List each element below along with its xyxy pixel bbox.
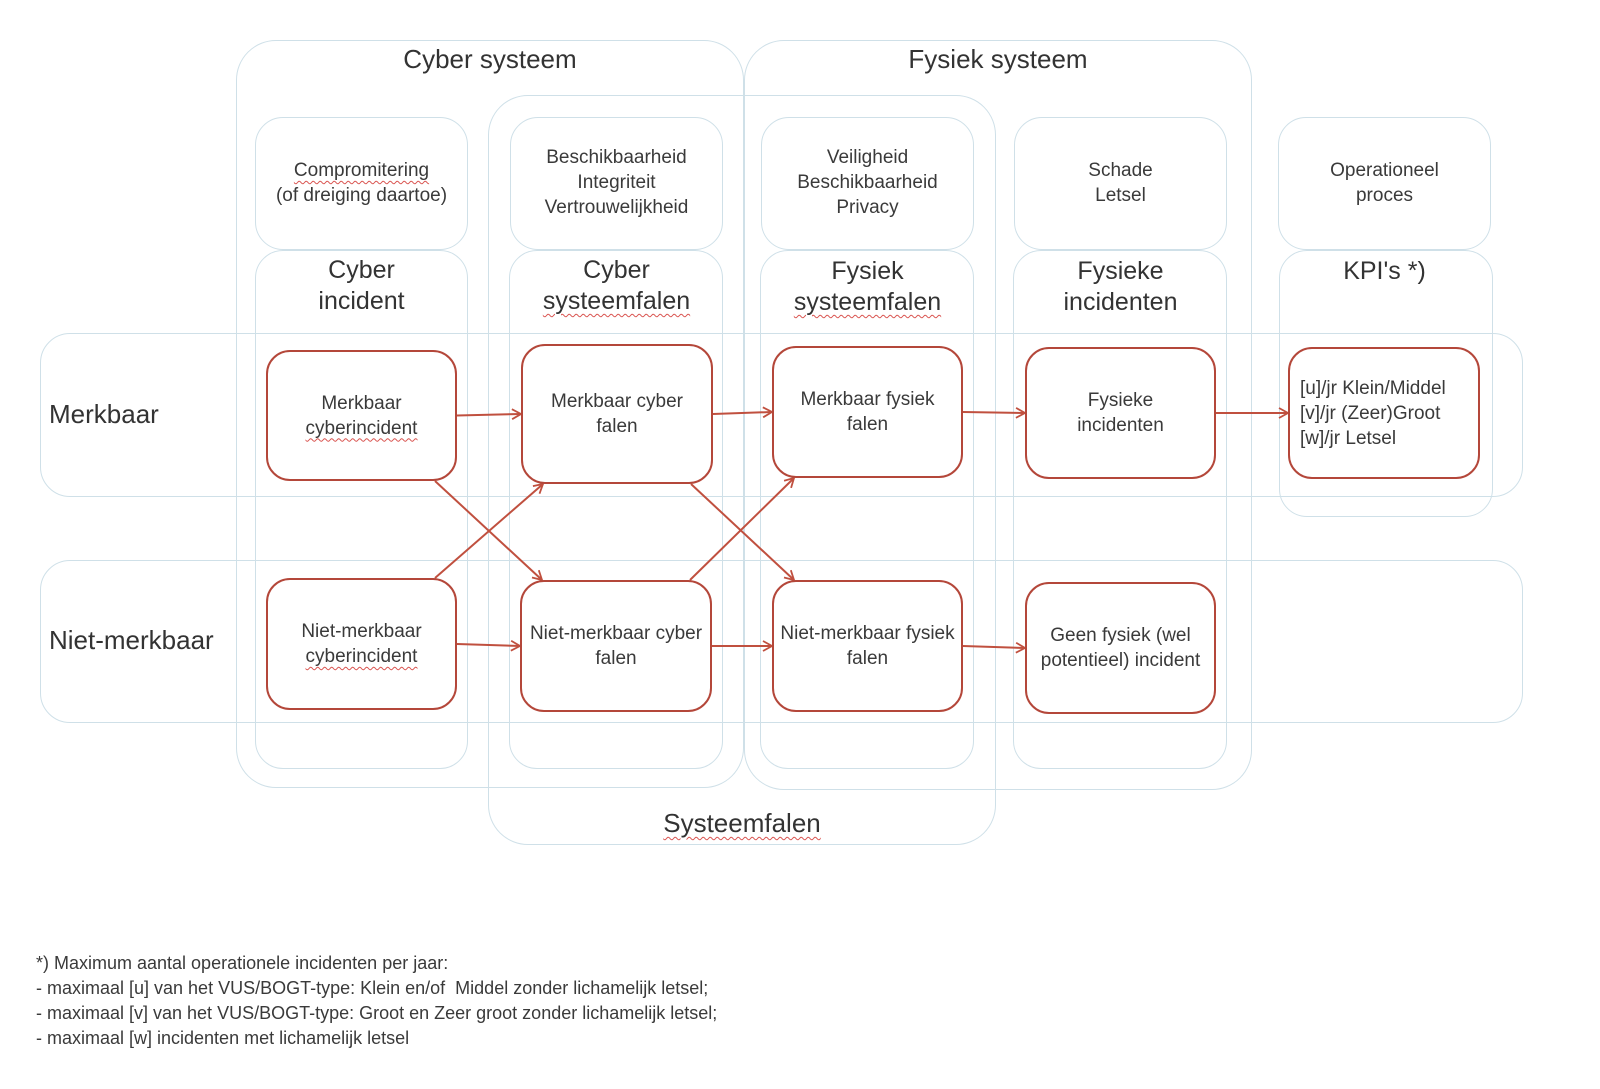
attribute-text-cyber-incident: Compromitering (of dreiging daartoe) (255, 158, 468, 208)
node-geen-fysiek-incident[interactable]: Geen fysiek (wel potentieel) incident (1025, 582, 1216, 714)
node-merkbaar-cyber-falen[interactable]: Merkbaar cyber falen (521, 344, 713, 484)
column-heading-fysieke-incidenten: Fysieke incidenten (1063, 257, 1178, 316)
node-fysieke-incidenten-label: Fysieke incidenten (1077, 390, 1164, 436)
attribute-box-fysiek-systeemfalen (761, 117, 974, 250)
column-lane-kpi (1279, 250, 1493, 517)
attribute-text-kpi: Operationeel proces (1330, 160, 1439, 206)
node-geen-fysiek-incident-label: Geen fysiek (wel potentieel) incident (1040, 625, 1201, 671)
attribute-text-fysiek-systeemfalen: Veiligheid Beschikbaarheid Privacy (797, 147, 938, 218)
footnote-line: *) Maximum aantal operationele incidente… (36, 953, 449, 973)
node-niet-merkbaar-fysiek-falen[interactable]: Niet-merkbaar fysiek falen (772, 580, 963, 712)
column-heading-cyber-incident: Cyber incident (318, 256, 405, 315)
cyber-system-title: Cyber systeem (403, 44, 577, 74)
node-niet-merkbaar-cyber-falen[interactable]: Niet-merkbaar cyber falen (520, 580, 712, 712)
column-heading-fysiek-systeemfalen: Fysiek systeemfalen (761, 256, 974, 318)
systeemfalen-title: Systeemfalen (488, 808, 996, 839)
column-heading-fysiek-systeemfalen-l1: Fysiek (831, 257, 904, 285)
node-niet-merkbaar-fysiek-falen-label: Niet-merkbaar fysiek falen (780, 623, 955, 669)
attribute-text-cyber-incident-sub: (of dreiging daartoe) (275, 185, 448, 206)
node-merkbaar-cyber-falen-label: Merkbaar cyber falen (551, 391, 683, 437)
column-lane-fysieke-incidenten (1013, 250, 1227, 769)
attribute-box-cyber-systeemfalen (510, 117, 723, 250)
footnote-line: - maximaal [u] van het VUS/BOGT-type: Kl… (36, 978, 709, 998)
row-label-niet-merkbaar: Niet-merkbaar (49, 625, 214, 655)
node-merkbaar-fysiek-falen[interactable]: Merkbaar fysiek falen (772, 346, 963, 478)
node-merkbaar-fysiek-falen-label: Merkbaar fysiek falen (800, 389, 935, 435)
column-heading-fysiek-systeemfalen-l2: systeemfalen (793, 288, 942, 316)
column-heading-cyber-systeemfalen: Cyber systeemfalen (510, 255, 723, 317)
row-label-merkbaar: Merkbaar (49, 399, 159, 429)
node-kpi[interactable]: [u]/jr Klein/Middel [v]/jr (Zeer)Groot [… (1288, 347, 1480, 479)
footnote-line: - maximaal [w] incidenten met lichamelij… (36, 1028, 410, 1048)
attribute-text-cyber-incident-line: Compromitering (293, 160, 430, 181)
footnote: *) Maximum aantal operationele incidente… (36, 951, 717, 1051)
attribute-text-cyber-systeemfalen: Beschikbaarheid Integriteit Vertrouwelij… (544, 147, 689, 218)
node-kpi-label: [u]/jr Klein/Middel [v]/jr (Zeer)Groot [… (1300, 377, 1446, 449)
attribute-box-fysieke-incidenten (1014, 117, 1227, 250)
node-niet-merkbaar-cyber-falen-label: Niet-merkbaar cyber falen (529, 623, 703, 669)
fysiek-system-frame (744, 40, 1252, 790)
column-heading-cyber-systeemfalen-l2: systeemfalen (542, 287, 691, 315)
node-fysieke-incidenten[interactable]: Fysieke incidenten (1025, 347, 1216, 479)
attribute-box-kpi (1278, 117, 1491, 250)
systeemfalen-frame (488, 95, 996, 845)
footnote-line: - maximaal [v] van het VUS/BOGT-type: Gr… (36, 1003, 718, 1023)
column-heading-cyber-systeemfalen-l1: Cyber (583, 256, 650, 284)
column-heading-kpi: KPI's *) (1343, 257, 1426, 285)
attribute-box-cyber-incident (255, 117, 468, 250)
attribute-text-fysieke-incidenten: Schade Letsel (1088, 160, 1153, 206)
fysiek-system-title: Fysiek systeem (908, 44, 1088, 74)
systeemfalen-title-text: Systeemfalen (663, 808, 821, 838)
